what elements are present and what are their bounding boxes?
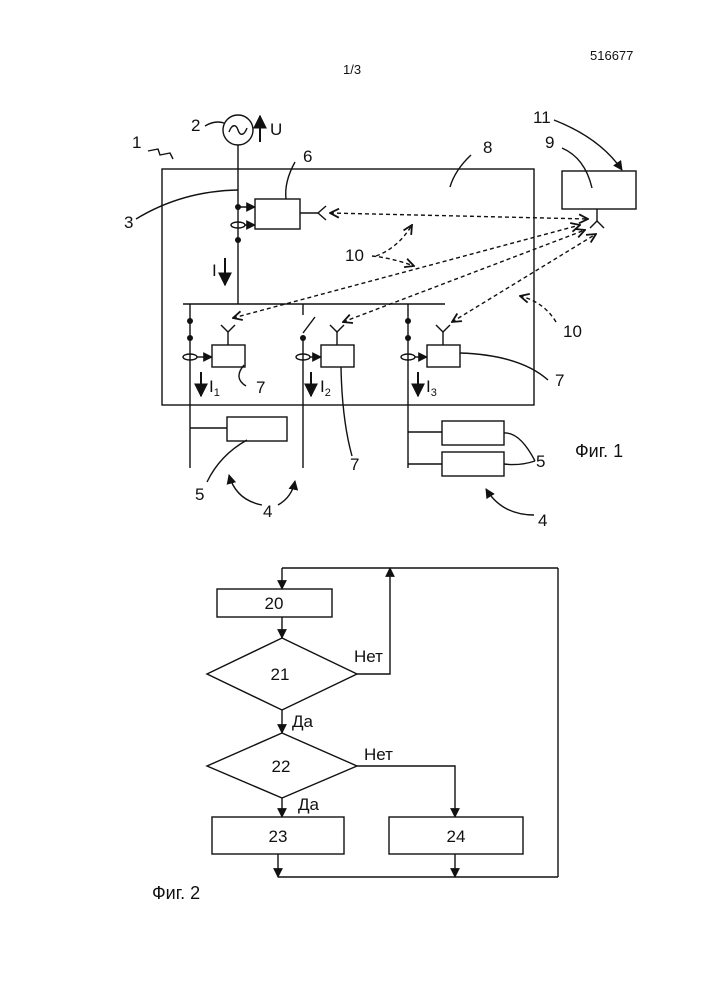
breaker-contact — [235, 237, 241, 243]
block-label: 22 — [272, 757, 291, 776]
breaker-contact — [405, 318, 411, 324]
block-label: 21 — [271, 665, 290, 684]
input-arrow — [554, 120, 622, 170]
block-label: 20 — [265, 594, 284, 613]
figure-2: 20 21 Нет Да 22 Нет Да 23 24 Фиг. 2 — [152, 568, 558, 903]
current-label: I — [212, 261, 217, 280]
no-branch-line — [357, 766, 455, 817]
antenna-icon — [590, 209, 604, 228]
ref-label: 8 — [483, 138, 492, 157]
breaker-contact — [187, 318, 193, 324]
breaker-contact — [405, 335, 411, 341]
edge-label-yes: Да — [292, 712, 314, 731]
ref-label: 4 — [538, 511, 547, 530]
ref-label: 1 — [132, 133, 141, 152]
callout-5 — [504, 461, 535, 465]
edge-label-yes: Да — [298, 795, 320, 814]
ref-label: 5 — [536, 452, 545, 471]
load-block — [227, 417, 287, 441]
callout-5 — [504, 433, 535, 461]
ref-label: 4 — [263, 502, 272, 521]
branch-sensor-device — [427, 345, 460, 367]
callout-5 — [207, 440, 247, 482]
breaker-contact — [300, 335, 306, 341]
server-block — [562, 171, 636, 209]
block-label: 24 — [447, 827, 466, 846]
ref-label: 5 — [195, 485, 204, 504]
ref-label: 11 — [533, 108, 551, 127]
sine-wave-icon — [229, 126, 247, 135]
callout-4 — [486, 489, 534, 515]
figure-1: U I I1 — [124, 108, 636, 530]
ref-label: 6 — [303, 147, 312, 166]
measuring-device — [255, 199, 300, 229]
voltage-label: U — [270, 120, 282, 139]
callout-4 — [229, 475, 262, 505]
figure-2-caption: Фиг. 2 — [152, 883, 200, 903]
load-block — [442, 421, 504, 445]
ref-label: 2 — [191, 116, 200, 135]
block-label: 23 — [269, 827, 288, 846]
ref-label: 10 — [563, 322, 582, 341]
ref-label: 10 — [345, 246, 364, 265]
ref-label: 9 — [545, 133, 554, 152]
edge-label-no: Нет — [364, 745, 393, 764]
load-block — [442, 452, 504, 476]
branch-sensor-device — [212, 345, 245, 367]
callout-2 — [205, 122, 224, 126]
breaker-contact — [187, 335, 193, 341]
ref-label: 7 — [256, 378, 265, 397]
figure-1-caption: Фиг. 1 — [575, 441, 623, 461]
branch-sensor-device — [321, 345, 354, 367]
ref-label: 3 — [124, 213, 133, 232]
edge-label-no: Нет — [354, 647, 383, 666]
callout-1 — [148, 149, 173, 159]
ref-label: 7 — [555, 371, 564, 390]
ref-label: 7 — [350, 455, 359, 474]
callout-4 — [278, 481, 295, 505]
